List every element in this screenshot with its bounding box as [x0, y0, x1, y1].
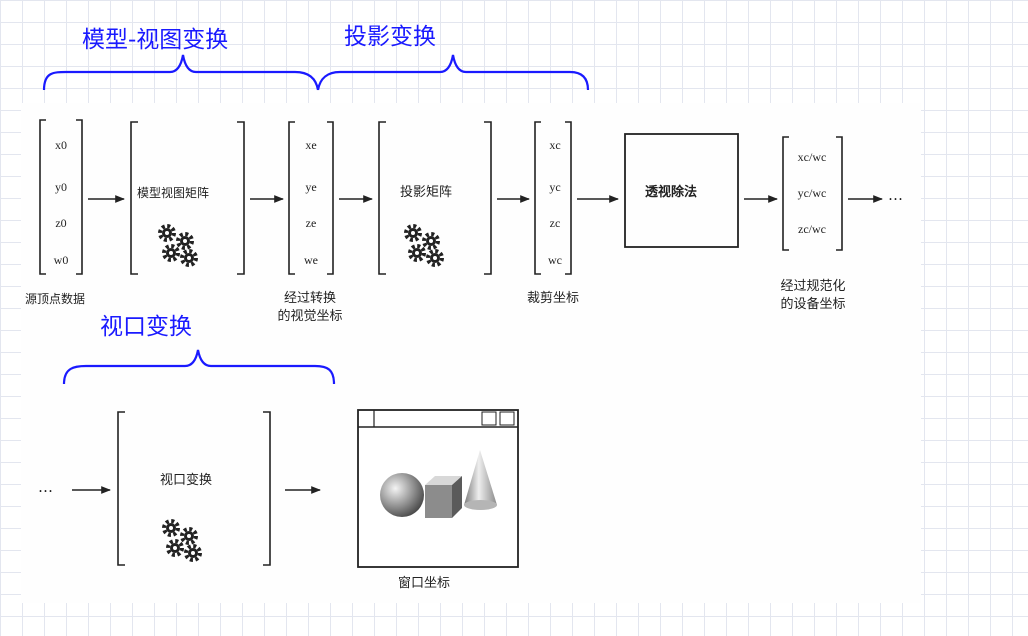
vector-entry: zc [549, 216, 561, 230]
modelview-matrix-bracket [130, 121, 138, 275]
source-vector: x0 y0 z0 w0 [46, 120, 76, 275]
viewport-transform-label: 视口变换 [160, 473, 213, 488]
eye-coords-label: 经过转换 的视觉坐标 [270, 290, 350, 326]
viewport-matrix-bracket [263, 411, 271, 566]
clip-vector: xc yc zc wc [540, 120, 570, 275]
perspective-divide-box [624, 133, 739, 248]
projection-matrix-bracket [484, 121, 492, 275]
modelview-brace [42, 54, 320, 91]
clip-vector-bracket [565, 121, 572, 275]
modelview-transform-title: 模型-视图变换 [82, 27, 229, 53]
vector-entry: ze [305, 216, 317, 230]
vector-entry: we [304, 253, 318, 267]
window-coords-label: 窗口坐标 [398, 576, 451, 591]
gears-icon [404, 224, 444, 267]
vector-entry: w0 [53, 253, 69, 267]
projection-matrix-bracket [378, 121, 386, 275]
sphere-icon [380, 473, 424, 517]
vector-entry: zc/wc [798, 222, 826, 236]
vector-entry: xc/wc [797, 150, 827, 164]
projection-transform-title: 投影变换 [344, 24, 436, 50]
vector-entry: ye [305, 180, 317, 194]
vector-entry: xe [305, 138, 317, 152]
vector-entry: xc [549, 138, 561, 152]
cone-icon [464, 450, 497, 510]
eye-vector-bracket [288, 121, 295, 275]
cube-icon [425, 476, 462, 518]
ndc-vector-bracket [782, 136, 789, 251]
ndc-coords-label: 经过规范化 的设备坐标 [765, 278, 861, 314]
projection-brace [316, 54, 590, 91]
ellipsis-continue: … [38, 478, 53, 496]
clip-vector-bracket [534, 121, 541, 275]
source-vertex-label: 源顶点数据 [25, 292, 86, 306]
vector-entry: z0 [55, 216, 67, 230]
label-line: 的视觉坐标 [277, 309, 343, 324]
source-vector-bracket [39, 119, 46, 275]
label-line: 经过转换 [283, 291, 336, 306]
ndc-vector: xc/wc yc/wc zc/wc [790, 135, 834, 250]
vector-entry: y0 [55, 180, 67, 194]
gears-icon [162, 519, 202, 562]
viewport-matrix-bracket [117, 411, 125, 566]
source-vector-bracket [76, 119, 83, 275]
projection-matrix-label: 投影矩阵 [400, 185, 453, 200]
vector-entry: yc [549, 180, 561, 194]
label-line: 经过规范化 [780, 279, 846, 294]
vector-entry: x0 [55, 138, 67, 152]
eye-vector-bracket [327, 121, 334, 275]
ndc-vector-bracket [836, 136, 843, 251]
eye-vector: xe ye ze we [296, 120, 326, 275]
gears-icon [158, 224, 198, 267]
viewport-brace [62, 349, 336, 385]
modelview-matrix-label: 模型视图矩阵 [137, 186, 210, 200]
clip-coords-label: 裁剪坐标 [527, 291, 580, 306]
vector-entry: wc [548, 253, 562, 267]
vector-entry: yc/wc [797, 186, 827, 200]
ellipsis-continue: … [888, 186, 903, 204]
viewport-transform-title: 视口变换 [100, 314, 192, 340]
label-line: 的设备坐标 [780, 297, 846, 312]
perspective-divide-label: 透视除法 [645, 185, 698, 200]
modelview-matrix-bracket [237, 121, 245, 275]
